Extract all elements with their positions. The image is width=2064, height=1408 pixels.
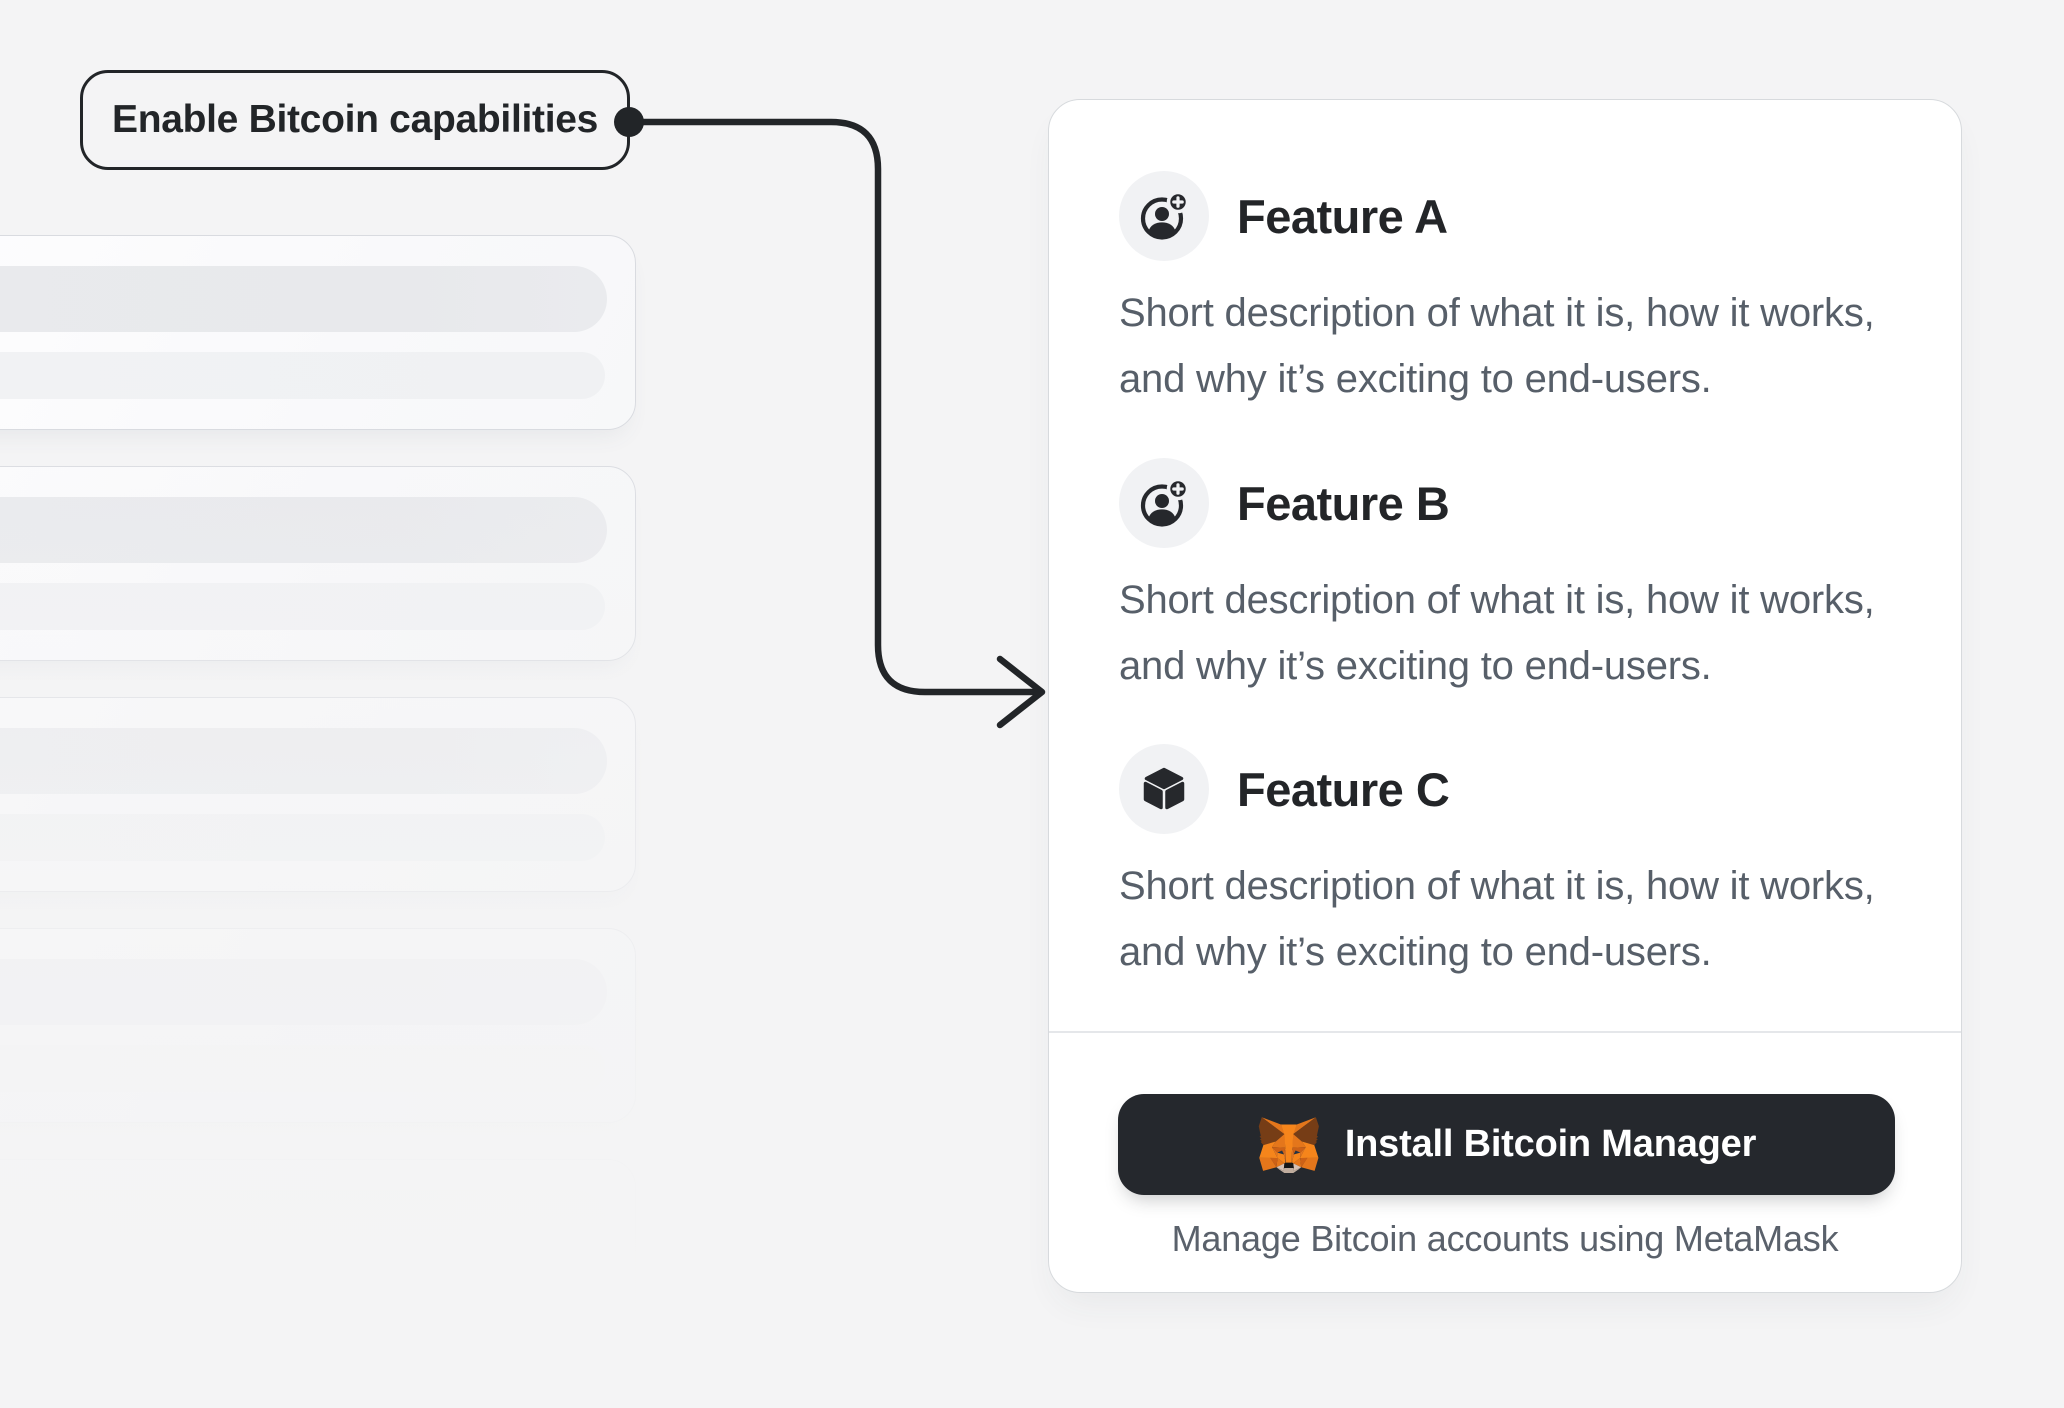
connector-line <box>625 118 1038 696</box>
user-add-icon <box>1140 477 1190 527</box>
callout-label: Enable Bitcoin capabilities <box>80 70 630 170</box>
card-divider <box>1049 1031 1961 1033</box>
feature-description: Short description of what it is, how it … <box>1119 291 1875 401</box>
skeleton-row-secondary <box>0 583 605 630</box>
features-card: Feature A Short description of what it i… <box>1048 99 1962 1293</box>
install-bitcoin-manager-button[interactable]: Install Bitcoin Manager <box>1118 1094 1895 1195</box>
skeleton-card <box>0 697 636 892</box>
feature-row: Feature B <box>1119 458 1450 548</box>
skeleton-card <box>0 466 636 661</box>
feature-row: Feature A <box>1119 171 1448 261</box>
skeleton-card <box>0 928 636 1123</box>
skeleton-row-primary <box>0 959 607 1025</box>
skeleton-row-secondary <box>0 1045 605 1092</box>
feature-title: Feature B <box>1237 476 1450 530</box>
feature-title: Feature A <box>1237 189 1448 243</box>
skeleton-row-secondary <box>0 1276 605 1323</box>
feature-icon-bubble <box>1119 744 1209 834</box>
skeleton-row-secondary <box>0 814 605 861</box>
callout-label-text: Enable Bitcoin capabilities <box>111 98 599 141</box>
feature-icon-bubble <box>1119 458 1209 548</box>
skeleton-row-primary <box>0 728 607 794</box>
feature-icon-bubble <box>1119 171 1209 261</box>
install-button-label: Install Bitcoin Manager <box>1344 1123 1757 1165</box>
metamask-fox-icon <box>1258 1116 1319 1173</box>
feature-description: Short description of what it is, how it … <box>1119 864 1875 974</box>
skeleton-card <box>0 1159 636 1354</box>
skeleton-row-secondary <box>0 352 605 399</box>
card-caption: Manage Bitcoin accounts using MetaMask <box>1171 1218 1839 1259</box>
arrowhead-icon <box>996 655 1046 729</box>
skeleton-row-primary <box>0 1190 607 1256</box>
feature-row: Feature C <box>1119 744 1450 834</box>
feature-title: Feature C <box>1237 762 1450 816</box>
cube-icon <box>1143 767 1185 810</box>
user-add-icon <box>1140 190 1190 240</box>
feature-description: Short description of what it is, how it … <box>1119 578 1875 688</box>
skeleton-row-primary <box>0 266 607 332</box>
skeleton-row-primary <box>0 497 607 563</box>
skeleton-card <box>0 235 636 430</box>
